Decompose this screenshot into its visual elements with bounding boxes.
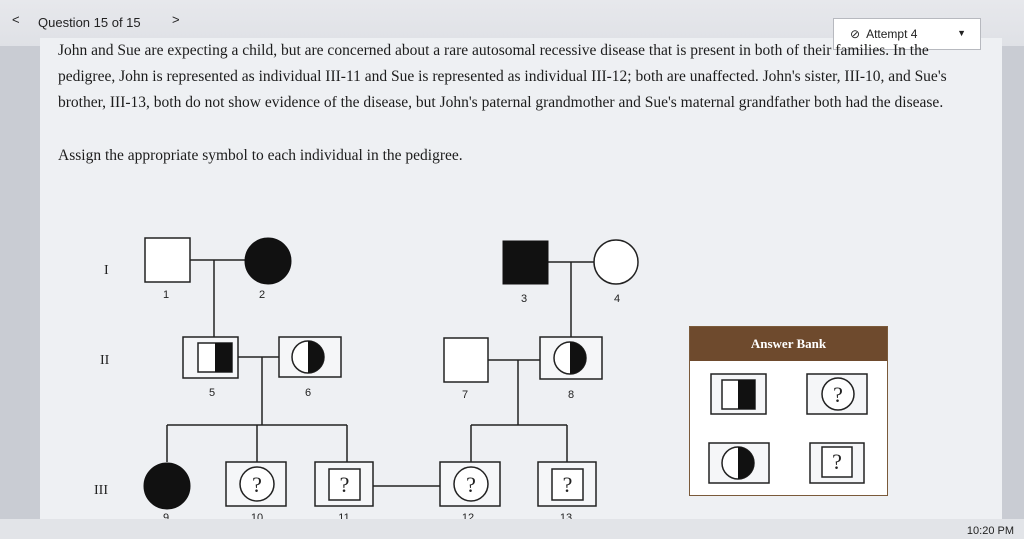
slashed-circle-icon: ⊘ xyxy=(850,27,861,41)
unknown-mark: ? xyxy=(466,472,476,497)
answer-bank: Answer Bank ? ? xyxy=(689,326,888,496)
individual-id: 1 xyxy=(163,289,169,301)
individual-2-symbol xyxy=(244,237,292,285)
pedigree-lines xyxy=(166,259,594,487)
individual-3-symbol xyxy=(502,240,549,285)
attempt-label: Attempt 4 xyxy=(866,27,918,41)
chevron-down-icon: ▼ xyxy=(957,28,966,38)
unknown-mark: ? xyxy=(252,472,262,497)
individual-11-symbol[interactable]: ? xyxy=(314,461,374,507)
carrier-female-symbol[interactable] xyxy=(708,442,770,484)
generation-label: II xyxy=(100,353,110,368)
unknown-mark: ? xyxy=(833,382,843,407)
individual-id: 3 xyxy=(521,293,527,305)
question-counter: Question 15 of 15 xyxy=(38,15,141,30)
individual-id: 5 xyxy=(209,387,215,399)
chevron-right-icon[interactable]: > xyxy=(172,12,180,27)
generation-label: I xyxy=(104,263,109,278)
individual-id: 7 xyxy=(462,389,468,401)
answer-bank-items: ? ? xyxy=(708,373,868,484)
individual-1-symbol xyxy=(144,237,191,283)
individual-id: 4 xyxy=(614,293,620,305)
generation-label: III xyxy=(94,483,108,498)
carrier-male-symbol[interactable] xyxy=(710,373,767,415)
unknown-mark: ? xyxy=(563,472,573,497)
individual-9-symbol xyxy=(143,462,191,510)
unknown-male-symbol[interactable]: ? xyxy=(809,442,865,484)
taskbar xyxy=(0,519,1024,539)
unknown-female-symbol[interactable]: ? xyxy=(806,373,868,415)
individual-7-symbol xyxy=(443,337,489,383)
individual-id: 11 xyxy=(338,512,349,524)
question-text: John and Sue are expecting a child, but … xyxy=(58,42,947,111)
unknown-mark: ? xyxy=(832,449,842,474)
individual-id: 9 xyxy=(163,512,169,524)
individual-4-symbol xyxy=(593,239,639,285)
individual-10-symbol[interactable]: ? xyxy=(225,461,287,507)
answer-bank-title: Answer Bank xyxy=(690,327,887,361)
individual-8-symbol xyxy=(539,336,603,380)
individual-id: 6 xyxy=(305,387,311,399)
individual-12-symbol[interactable]: ? xyxy=(439,461,501,507)
individual-id: 8 xyxy=(568,389,574,401)
unknown-mark: ? xyxy=(340,472,350,497)
taskbar-clock: 10:20 PM xyxy=(966,525,1014,537)
individual-id: 2 xyxy=(259,289,265,301)
individual-6-symbol xyxy=(278,336,342,378)
attempt-dropdown[interactable]: ⊘ Attempt 4 ▼ xyxy=(833,18,981,50)
individual-5-symbol xyxy=(182,336,239,379)
instruction-text: Assign the appropriate symbol to each in… xyxy=(58,147,463,164)
chevron-left-icon[interactable]: < xyxy=(12,12,20,27)
individual-13-symbol[interactable]: ? xyxy=(537,461,597,507)
